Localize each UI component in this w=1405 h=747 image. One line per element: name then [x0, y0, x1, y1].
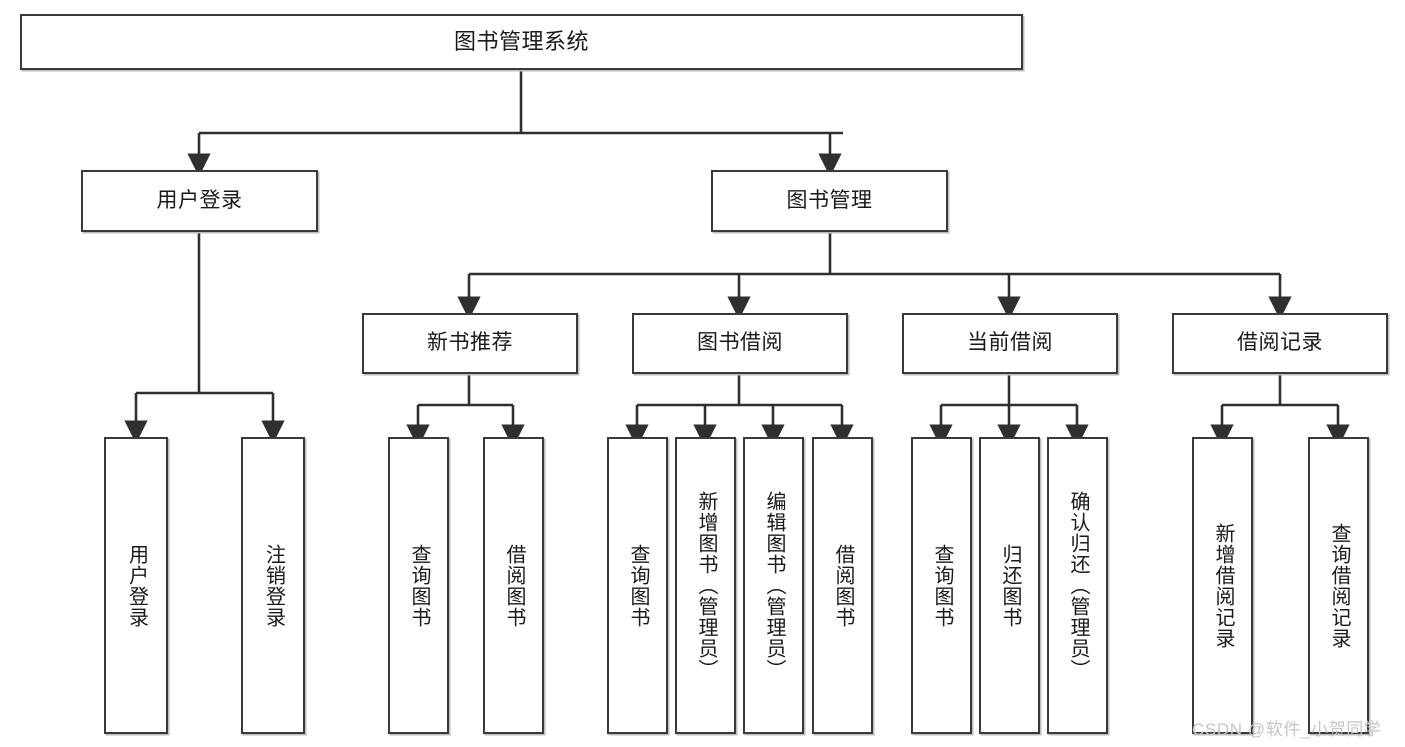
node-root-label: 图书管理系统 [453, 29, 589, 55]
node-leaf-add-book[interactable]: 新增图书（管理员） [675, 437, 736, 734]
node-new-book-recommend-label: 新书推荐 [427, 331, 513, 355]
node-borrow-record-label: 借阅记录 [1237, 331, 1323, 355]
node-book-manage[interactable]: 图书管理 [711, 170, 948, 232]
node-leaf-add-record-label: 新增借阅记录 [1212, 522, 1234, 649]
node-new-book-recommend[interactable]: 新书推荐 [362, 313, 578, 374]
node-user-login[interactable]: 用户登录 [81, 170, 318, 232]
node-leaf-query-book-3-label: 查询图书 [931, 543, 953, 628]
node-leaf-borrow-book-2[interactable]: 借阅图书 [812, 437, 873, 734]
node-leaf-query-book-2[interactable]: 查询图书 [607, 437, 668, 734]
node-leaf-borrow-book-1[interactable]: 借阅图书 [483, 437, 544, 734]
node-leaf-borrow-book-1-label: 借阅图书 [503, 543, 525, 628]
node-leaf-query-record-label: 查询借阅记录 [1328, 522, 1350, 649]
node-leaf-edit-book[interactable]: 编辑图书（管理员） [743, 437, 804, 734]
node-book-manage-label: 图书管理 [786, 188, 873, 212]
node-leaf-user-login[interactable]: 用户登录 [104, 437, 168, 734]
node-leaf-logout-login-label: 注销登录 [262, 543, 285, 628]
node-book-borrow-label: 图书借阅 [697, 331, 783, 355]
node-leaf-confirm-return-label: 确认归还（管理员） [1067, 491, 1089, 680]
node-leaf-return-book-label: 归还图书 [999, 543, 1021, 628]
node-leaf-query-record[interactable]: 查询借阅记录 [1308, 437, 1369, 734]
node-leaf-edit-book-label: 编辑图书（管理员） [763, 491, 785, 680]
node-leaf-borrow-book-2-label: 借阅图书 [832, 543, 854, 628]
node-user-login-label: 用户登录 [156, 188, 243, 212]
node-borrow-record[interactable]: 借阅记录 [1172, 313, 1388, 374]
node-leaf-logout-login[interactable]: 注销登录 [241, 437, 305, 734]
node-root-book-management-system[interactable]: 图书管理系统 [20, 14, 1023, 70]
node-current-borrow[interactable]: 当前借阅 [902, 313, 1118, 374]
node-leaf-add-book-label: 新增图书（管理员） [695, 491, 717, 680]
node-leaf-query-book-1-label: 查询图书 [408, 543, 430, 628]
node-leaf-query-book-2-label: 查询图书 [627, 543, 649, 628]
watermark-text: CSDN @软件_小贺同学 [1192, 720, 1382, 739]
node-leaf-query-book-1[interactable]: 查询图书 [388, 437, 449, 734]
node-leaf-query-book-3[interactable]: 查询图书 [911, 437, 972, 734]
node-leaf-add-record[interactable]: 新增借阅记录 [1192, 437, 1253, 734]
node-book-borrow[interactable]: 图书借阅 [632, 313, 848, 374]
node-current-borrow-label: 当前借阅 [967, 331, 1053, 355]
node-leaf-return-book[interactable]: 归还图书 [979, 437, 1040, 734]
node-leaf-confirm-return[interactable]: 确认归还（管理员） [1047, 437, 1108, 734]
node-leaf-user-login-label: 用户登录 [125, 543, 148, 628]
